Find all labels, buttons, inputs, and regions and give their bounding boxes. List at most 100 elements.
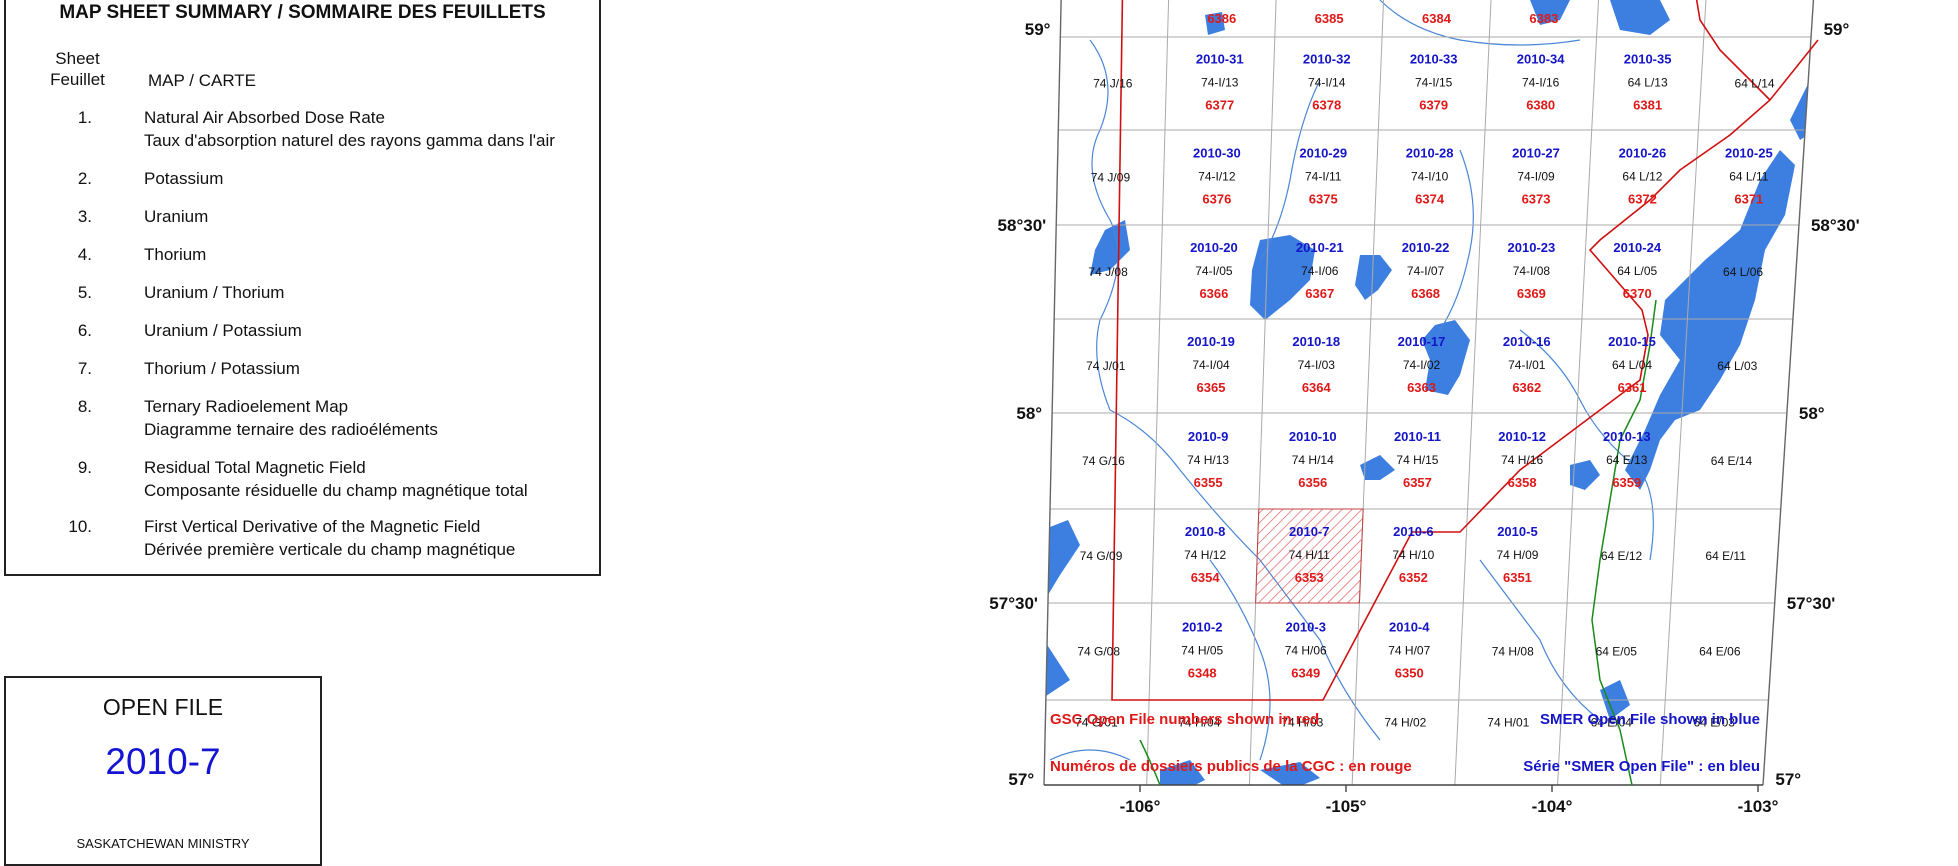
grid-line xyxy=(1557,0,1599,786)
latitude-label: 58° xyxy=(1016,404,1042,423)
nts-sheet-label: 74-I/02 xyxy=(1403,358,1441,372)
nts-sheet-label: 64 L/12 xyxy=(1622,170,1662,184)
gsc-number-label: 6367 xyxy=(1305,286,1334,301)
smer-number-label: 2010-26 xyxy=(1619,146,1667,161)
nts-sheet-label: 74-I/01 xyxy=(1508,358,1546,372)
grid-line xyxy=(1659,0,1707,786)
selected-sheet-highlight xyxy=(1255,508,1364,604)
nts-sheet-label: 74 J/01 xyxy=(1086,359,1126,373)
gsc-number-label: 6375 xyxy=(1309,192,1338,207)
gsc-number-label: 6363 xyxy=(1407,380,1436,395)
river xyxy=(1519,329,1654,561)
nts-sheet-label: 74-I/12 xyxy=(1198,170,1236,184)
grid-line xyxy=(1351,0,1385,786)
column-header-sheet: Sheet Feuillet xyxy=(50,48,105,90)
nts-sheet-label: 74 G/01 xyxy=(1075,716,1118,730)
legend-item-number: 4. xyxy=(77,245,92,264)
nts-sheet-label: 64 L/05 xyxy=(1617,264,1657,278)
nts-sheet-label: 74-I/07 xyxy=(1407,264,1445,278)
legend-item-label-fr: Diagramme ternaire des radioéléments xyxy=(144,420,438,439)
latitude-label: 57° xyxy=(1775,770,1801,789)
river xyxy=(1259,79,1321,261)
gsc-number-label: 6371 xyxy=(1734,192,1763,207)
nts-sheet-label: 74 H/07 xyxy=(1388,644,1430,658)
gsc-number-label: 6370 xyxy=(1623,286,1652,301)
latitude-label: 57° xyxy=(1008,770,1034,789)
grid-line xyxy=(1454,0,1492,786)
gsc-number-label: 6348 xyxy=(1188,666,1217,681)
nts-sheet-label: 74 G/09 xyxy=(1080,549,1123,563)
legend-item-label: Ternary Radioelement Map xyxy=(144,397,349,416)
nts-sheet-label: 74 H/04 xyxy=(1178,716,1220,730)
lake xyxy=(1422,320,1470,395)
gsc-number-label: 6372 xyxy=(1628,192,1657,207)
legend-item-label: Potassium xyxy=(144,169,224,188)
legend-item-label-fr: Dérivée première verticale du champ magn… xyxy=(144,540,516,559)
river xyxy=(1049,749,1131,761)
gsc-number-label: 6354 xyxy=(1191,570,1221,585)
nts-sheet-label: 64 L/06 xyxy=(1723,265,1763,279)
grid-line xyxy=(1043,0,1062,786)
nts-sheet-label: 74-I/06 xyxy=(1301,264,1339,278)
nts-sheet-label: 74-I/09 xyxy=(1517,170,1555,184)
smer-number-label: 2010-17 xyxy=(1398,334,1446,349)
gsc-number-label: 6381 xyxy=(1633,98,1662,113)
gsc-number-label: 6364 xyxy=(1302,380,1332,395)
latitude-label: 57°30' xyxy=(1787,594,1836,613)
nts-sheet-label: 74-I/04 xyxy=(1192,358,1230,372)
smer-number-label: 2010-3 xyxy=(1285,620,1325,635)
lake xyxy=(1090,220,1130,275)
nts-sheet-label: 64 E/12 xyxy=(1601,549,1643,563)
gsc-number-label: 6350 xyxy=(1395,666,1424,681)
gsc-number-label: 6353 xyxy=(1295,570,1324,585)
gsc-number-label: 6362 xyxy=(1512,380,1541,395)
longitude-label: -106° xyxy=(1120,797,1161,816)
nts-sheet-label: 74 H/16 xyxy=(1501,453,1543,467)
grid-line xyxy=(1146,0,1170,786)
nts-sheet-label: 74 J/09 xyxy=(1091,171,1131,185)
nts-sheet-label: 74 H/13 xyxy=(1187,453,1229,467)
lake xyxy=(1530,0,1570,25)
nts-sheet-label: 64 E/05 xyxy=(1596,645,1638,659)
nts-sheet-label: 74 H/03 xyxy=(1281,716,1323,730)
legend-item-number: 6. xyxy=(77,321,92,340)
smer-number-label: 2010-35 xyxy=(1624,52,1672,67)
open-file-ministry: SASKATCHEWAN MINISTRY xyxy=(76,836,250,851)
smer-number-label: 2010-11 xyxy=(1394,429,1441,444)
nts-sheet-label: 74-I/16 xyxy=(1522,76,1560,90)
smer-number-label: 2010-31 xyxy=(1196,52,1244,67)
gsc-number-label: 6385 xyxy=(1315,11,1344,26)
gsc-number-label: 6357 xyxy=(1403,475,1432,490)
smer-number-label: 2010-9 xyxy=(1188,429,1228,444)
nts-sheet-label: 74 H/06 xyxy=(1285,644,1327,658)
gsc-number-label: 6378 xyxy=(1312,98,1341,113)
nts-sheet-label: 64 E/06 xyxy=(1699,645,1741,659)
smer-number-label: 2010-13 xyxy=(1603,429,1651,444)
lake xyxy=(1260,762,1320,785)
gsc-number-label: 6359 xyxy=(1612,475,1641,490)
provincial-border xyxy=(1139,739,1161,786)
gsc-number-label: 6356 xyxy=(1298,475,1327,490)
gsc-number-label: 6377 xyxy=(1205,98,1234,113)
lake xyxy=(1205,12,1225,35)
legend-item-label: Residual Total Magnetic Field xyxy=(144,458,366,477)
smer-note-en: SMER Open File shown in blue xyxy=(1540,711,1760,728)
smer-number-label: 2010-28 xyxy=(1406,146,1454,161)
gsc-number-label: 6369 xyxy=(1517,286,1546,301)
nts-sheet-label: 74-I/15 xyxy=(1415,76,1453,90)
river xyxy=(1479,559,1601,721)
lake xyxy=(1160,760,1205,785)
grid-line xyxy=(1762,0,1815,786)
legend-item-label: Thorium xyxy=(144,245,207,264)
latitude-label: 58° xyxy=(1799,404,1825,423)
legend-item-label: Uranium / Thorium xyxy=(144,283,285,302)
smer-number-label: 2010-34 xyxy=(1517,52,1565,67)
gsc-number-label: 6380 xyxy=(1526,98,1555,113)
nts-sheet-label: 74 H/05 xyxy=(1181,644,1223,658)
gsc-number-label: 6373 xyxy=(1522,192,1551,207)
open-file-panel: OPEN FILE 2010-7 SASKATCHEWAN MINISTRY xyxy=(4,676,322,866)
legend-item-number: 1. xyxy=(77,108,92,127)
open-file-label: OPEN FILE xyxy=(102,694,224,720)
latitude-label: 59° xyxy=(1025,20,1051,39)
